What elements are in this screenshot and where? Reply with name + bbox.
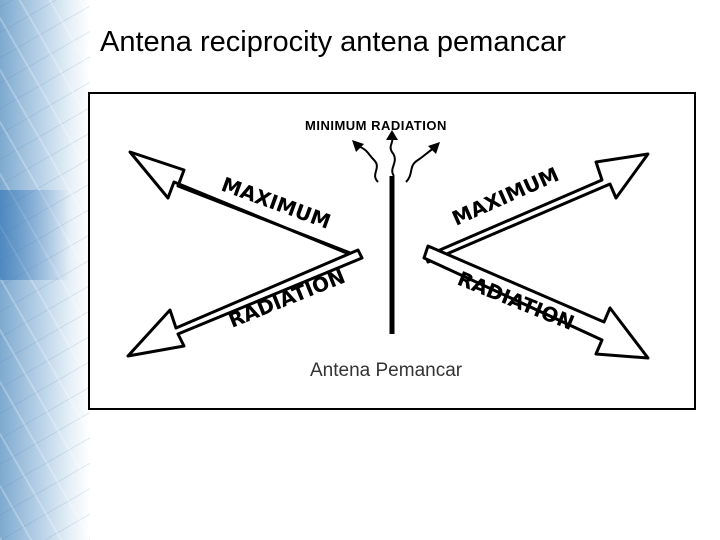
radiation-pattern-figure: MAXIMUM RADIATION MAXIMUM RADIATION MINI…	[88, 92, 696, 410]
minimum-radiation-label: MINIMUM RADIATION	[305, 118, 447, 133]
arrow-lower-right	[422, 244, 650, 360]
arrow-upper-right	[424, 152, 650, 264]
figure-caption: Antena Pemancar	[310, 360, 463, 381]
slide-title: Antena reciprocity antena pemancar	[100, 26, 566, 58]
minimum-radiation-arrows	[352, 130, 440, 183]
label-lower-right: RADIATION	[454, 266, 578, 335]
arrow-upper-left	[128, 150, 360, 258]
radiation-diagram: MAXIMUM RADIATION MAXIMUM RADIATION	[126, 130, 650, 360]
arrow-lower-left	[126, 248, 364, 358]
background-decoration	[0, 0, 90, 540]
